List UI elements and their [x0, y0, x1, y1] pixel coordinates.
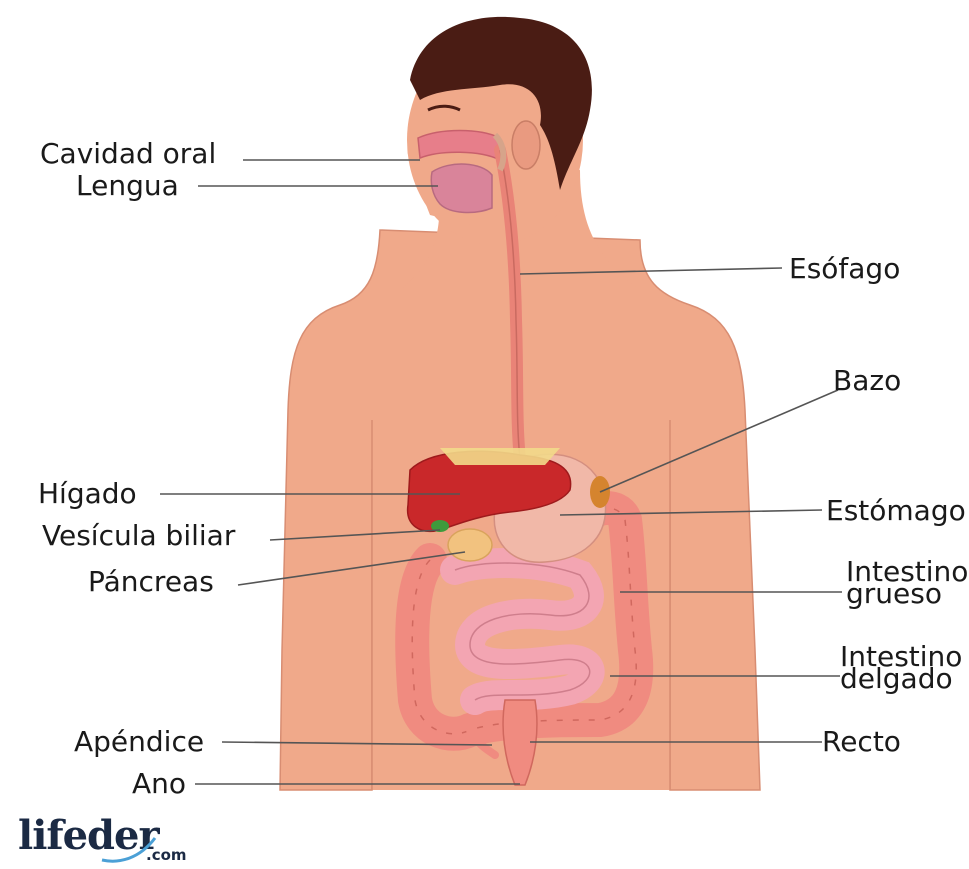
pancreas: [448, 529, 492, 561]
label-intestino-grueso: Intestino grueso: [846, 561, 968, 605]
label-ano: Ano: [132, 770, 186, 798]
label-higado: Hígado: [38, 480, 137, 508]
label-vesicula-biliar: Vesícula biliar: [42, 522, 235, 550]
label-pancreas: Páncreas: [88, 568, 214, 596]
label-bazo: Bazo: [833, 367, 901, 395]
logo-swoosh-icon: [100, 836, 160, 866]
label-estomago: Estómago: [826, 497, 966, 525]
label-recto: Recto: [822, 728, 901, 756]
tongue: [431, 164, 492, 212]
label-cavidad-oral: Cavidad oral: [40, 140, 216, 168]
label-esofago: Esófago: [789, 255, 900, 283]
label-intestino-delgado: Intestino delgado: [840, 646, 962, 690]
ear: [512, 121, 540, 169]
label-apendice: Apéndice: [74, 728, 204, 756]
label-lengua: Lengua: [76, 172, 179, 200]
